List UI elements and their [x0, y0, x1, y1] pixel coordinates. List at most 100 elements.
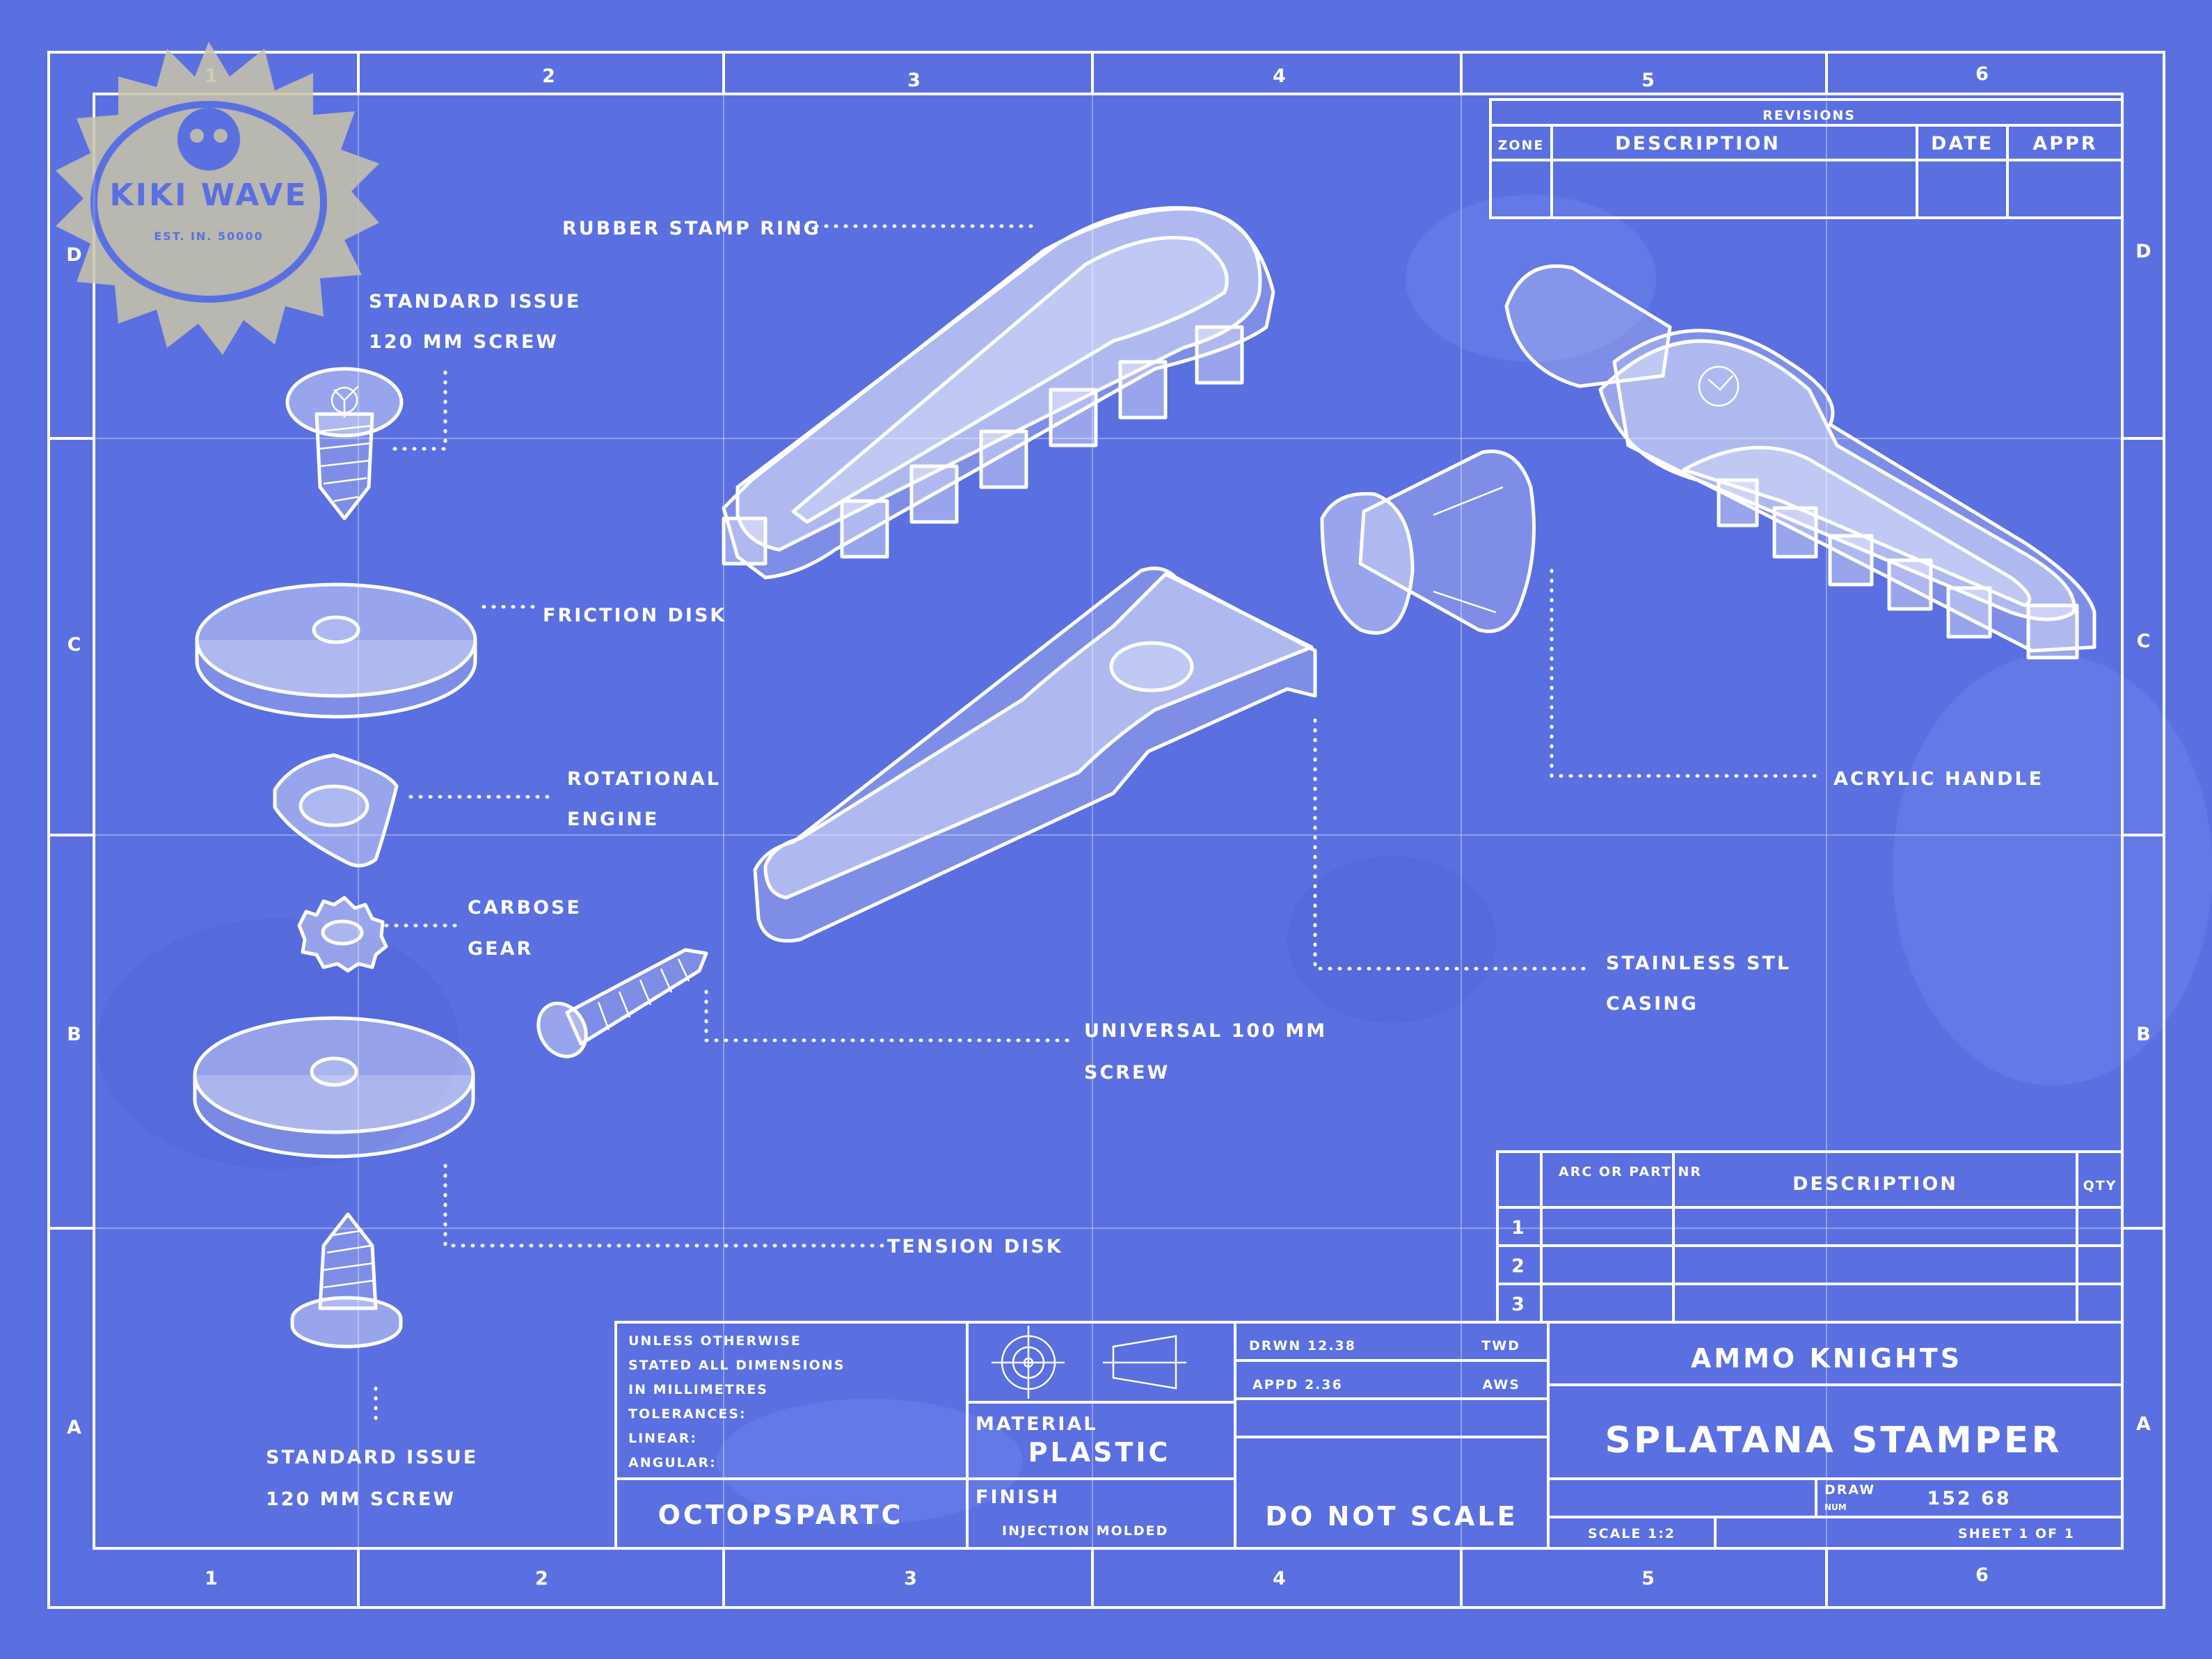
scale-label: SCALE 1:2 [1588, 1526, 1676, 1541]
notes-line-4: TOLERANCES: [628, 1406, 747, 1422]
title-block: UNLESS OTHERWISE STATED ALL DIMENSIONS I… [614, 1321, 2124, 1550]
do-not-scale: DO NOT SCALE [1265, 1501, 1518, 1532]
callout-screw-bottom-1: STANDARD ISSUE [266, 1447, 478, 1468]
finish-value: INJECTION MOLDED [1002, 1523, 1168, 1539]
stamp-subtitle: EST. IN. 50000 [154, 230, 263, 243]
row-label: C [2137, 630, 2153, 652]
callout-carbose-1: CARBOSE [468, 897, 582, 919]
screw-top-part [285, 367, 404, 521]
callout-screw-top-2: 120 MM SCREW [369, 331, 559, 353]
company-name: AMMO KNIGHTS [1691, 1343, 1962, 1374]
revisions-title: REVISIONS [1763, 108, 1856, 123]
kiki-wave-stamp: KIKI WAVE EST. IN. 50000 [56, 42, 379, 355]
carbose-gear-part [297, 896, 388, 973]
company-code: OCTOPSPARTC [658, 1500, 904, 1530]
notes-line-3: IN MILLIMETRES [628, 1382, 768, 1397]
col-label: 5 [1641, 70, 1657, 91]
col-label: 4 [1273, 65, 1288, 87]
row-label: D [66, 244, 83, 266]
callout-screw-top-1: STANDARD ISSUE [369, 291, 581, 312]
callout-acrylic-handle: ACRYLIC HANDLE [1833, 768, 2044, 790]
approved-date: APPD 2.36 [1252, 1377, 1343, 1392]
material-value: PLASTIC [1028, 1437, 1171, 1468]
callout-labels: STANDARD ISSUE 120 MM SCREW FRICTION DIS… [266, 218, 2044, 1510]
notes-line-5: LINEAR: [628, 1431, 697, 1446]
row-label: A [2136, 1413, 2153, 1435]
row-label: D [2135, 241, 2153, 262]
rev-header-appr: APPR [2032, 133, 2097, 154]
parts-header-description: DESCRIPTION [1792, 1173, 1958, 1195]
callout-friction-disk: FRICTION DISK [543, 605, 726, 626]
rubber-stamp-ring-part [722, 206, 1275, 580]
col-label: 6 [1975, 1564, 1991, 1586]
col-label: 6 [1975, 63, 1991, 85]
drawn-date: DRWN 12.38 [1249, 1338, 1356, 1354]
grid-lines [94, 94, 2122, 1548]
rotational-engine-part [273, 753, 399, 868]
stamp-ring [90, 101, 327, 303]
parts-row-3: 3 [1511, 1294, 1527, 1315]
callout-stainless-1: STAINLESS STL [1606, 953, 1791, 974]
column-labels-bottom: 1 2 3 4 5 6 [205, 1564, 1991, 1589]
squid-icon [177, 108, 240, 170]
parts-list-table: ARC OR PART NR DESCRIPTION QTY 1 2 3 [1496, 1150, 2124, 1324]
finish-label: FINISH [976, 1486, 1060, 1508]
notes-line-2: STATED ALL DIMENSIONS [628, 1358, 845, 1373]
col-label: 3 [904, 1568, 919, 1589]
row-labels-left: D C B A [66, 244, 83, 1438]
callout-stainless-2: CASING [1606, 993, 1698, 1015]
stainless-casing-part [753, 566, 1317, 943]
assembled-stamper [1504, 264, 2096, 660]
drawing-sublabel: NUM [1824, 1502, 1847, 1512]
tension-disk-part [193, 1016, 475, 1159]
notes-line-1: UNLESS OTHERWISE [628, 1333, 802, 1349]
sheet-label: SHEET 1 OF 1 [1958, 1526, 2075, 1541]
col-label: 2 [535, 1568, 550, 1589]
parts-header-arc: ARC OR PART NR [1559, 1164, 1702, 1180]
universal-screw-part [536, 948, 708, 1058]
rev-header-date: DATE [1931, 133, 1994, 154]
row-label: A [67, 1417, 83, 1438]
drawn-initials: TWD [1481, 1338, 1520, 1354]
product-title: SPLATANA STAMPER [1605, 1420, 2062, 1461]
border-ticks [49, 52, 2164, 1608]
row-label: C [67, 634, 83, 656]
callout-rotational-2: ENGINE [567, 809, 659, 830]
drawing-number: 152 68 [1927, 1488, 2011, 1509]
callout-universal-1: UNIVERSAL 100 MM [1084, 1020, 1327, 1042]
col-label: 1 [205, 1568, 220, 1589]
rev-header-description: DESCRIPTION [1615, 133, 1781, 154]
callout-rubber-ring: RUBBER STAMP RING [562, 218, 821, 239]
projection-symbol-icon [992, 1326, 1186, 1399]
parts-header-qty: QTY [2083, 1178, 2117, 1193]
acrylic-handle-part [1320, 450, 1536, 635]
texture-splotches [97, 195, 2212, 1524]
revisions-table: REVISIONS ZONE DESCRIPTION DATE APPR [1489, 98, 2124, 219]
outer-border [47, 51, 2165, 1609]
callout-screw-bottom-2: 120 MM SCREW [266, 1489, 456, 1510]
callout-rotational-1: ROTATIONAL [567, 768, 721, 790]
material-label: MATERIAL [976, 1413, 1097, 1435]
callout-universal-2: SCREW [1084, 1062, 1170, 1083]
callout-tension-disk: TENSION DISK [887, 1236, 1063, 1257]
friction-disk-part [195, 582, 477, 719]
col-label: 2 [542, 65, 557, 87]
col-label: 4 [1273, 1568, 1288, 1589]
approved-initials: AWS [1483, 1377, 1521, 1392]
drawing-label: DRAW [1824, 1482, 1875, 1498]
stamp-text: KIKI WAVE [110, 177, 308, 213]
leader-lines [374, 224, 1818, 1429]
rev-header-zone: ZONE [1498, 138, 1545, 153]
row-labels-right: D C B A [2135, 241, 2153, 1435]
col-label: 5 [1641, 1568, 1657, 1589]
notes-line-6: ANGULAR: [628, 1455, 717, 1470]
col-label: 3 [907, 70, 923, 91]
callout-carbose-2: GEAR [468, 938, 533, 960]
screw-bottom-part [290, 1212, 403, 1349]
row-label: B [67, 1024, 83, 1045]
parts-row-2: 2 [1511, 1255, 1527, 1277]
parts-row-1: 1 [1511, 1217, 1527, 1239]
row-label: B [2136, 1024, 2153, 1045]
